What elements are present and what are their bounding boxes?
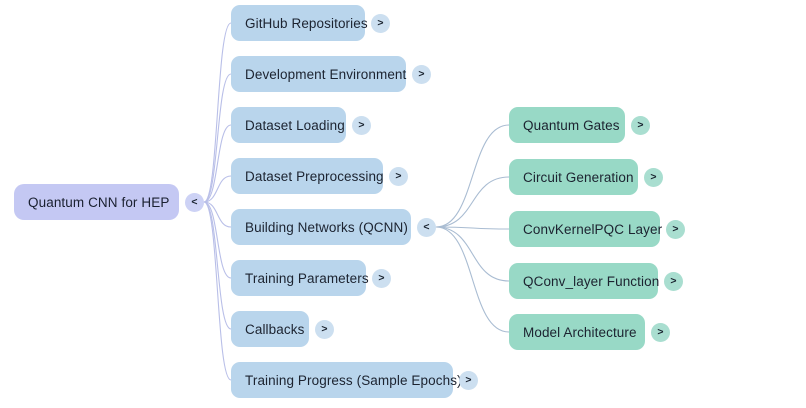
mindmap-root-node[interactable]: Quantum CNN for HEP	[14, 184, 179, 220]
connector-path	[203, 201, 232, 279]
connector-path	[435, 124, 510, 228]
branch-expand-toggle[interactable]: >	[371, 13, 390, 33]
branch-label: Training Progress (Sample Epochs)	[245, 372, 462, 388]
connector-path	[435, 226, 510, 282]
branch-expand-toggle[interactable]: >	[389, 166, 408, 186]
leaf-expand-toggle[interactable]: >	[651, 322, 670, 342]
chevron-right-icon: >	[672, 222, 679, 235]
chevron-right-icon: >	[358, 118, 365, 131]
leaf-expand-toggle[interactable]: >	[644, 167, 663, 187]
connector-path	[203, 175, 232, 203]
branch-expand-toggle[interactable]: >	[459, 370, 478, 390]
branch-node[interactable]: Dataset Preprocessing	[231, 158, 384, 194]
leaf-node[interactable]: ConvKernelPQC Layer	[509, 211, 663, 247]
mindmap-root-label: Quantum CNN for HEP	[28, 194, 170, 210]
branch-label: GitHub Repositories	[245, 15, 368, 31]
branch-expand-toggle[interactable]: >	[352, 115, 371, 135]
root-collapse-toggle[interactable]: <	[185, 192, 204, 212]
branch-label: Building Networks (QCNN)	[245, 219, 408, 235]
leaf-expand-toggle[interactable]: >	[631, 115, 650, 135]
branch-expand-toggle[interactable]: >	[412, 64, 431, 84]
chevron-right-icon: >	[321, 322, 328, 335]
connector-path	[203, 124, 232, 203]
chevron-right-icon: >	[637, 118, 644, 131]
chevron-right-icon: >	[670, 274, 677, 287]
leaf-node[interactable]: Model Architecture	[509, 314, 645, 350]
connector-path	[435, 226, 510, 333]
branch-label: Dataset Preprocessing	[245, 168, 384, 184]
leaf-label: QConv_layer Function	[523, 273, 660, 289]
branch-node[interactable]: Callbacks	[231, 311, 309, 347]
chevron-right-icon: >	[657, 325, 664, 338]
chevron-right-icon: >	[465, 373, 472, 386]
leaf-expand-toggle[interactable]: >	[664, 271, 683, 291]
connector-path	[203, 201, 232, 228]
branch-label: Callbacks	[245, 321, 305, 337]
connector-path	[203, 22, 232, 203]
chevron-left-icon: <	[191, 195, 198, 208]
branch-node[interactable]: GitHub Repositories	[231, 5, 368, 41]
connector-path	[203, 201, 232, 381]
leaf-node[interactable]: Quantum Gates	[509, 107, 625, 143]
leaf-label: Quantum Gates	[523, 117, 620, 133]
branch-label: Training Parameters	[245, 270, 369, 286]
branch-collapse-toggle[interactable]: <	[417, 217, 436, 237]
leaf-node[interactable]: Circuit Generation	[509, 159, 638, 195]
connector-path	[203, 73, 232, 203]
chevron-right-icon: >	[650, 170, 657, 183]
branch-node[interactable]: Building Networks (QCNN)	[231, 209, 411, 245]
connector-path	[203, 201, 232, 330]
branch-expand-toggle[interactable]: >	[315, 319, 334, 339]
branch-expand-toggle[interactable]: >	[372, 268, 391, 288]
branch-node[interactable]: Dataset Loading	[231, 107, 346, 143]
branch-label: Dataset Loading	[245, 117, 345, 133]
branch-node[interactable]: Development Environment	[231, 56, 406, 92]
branch-label: Development Environment	[245, 66, 407, 82]
leaf-node[interactable]: QConv_layer Function	[509, 263, 660, 299]
chevron-left-icon: <	[423, 220, 430, 233]
chevron-right-icon: >	[418, 67, 425, 80]
chevron-right-icon: >	[395, 169, 402, 182]
leaf-label: Model Architecture	[523, 324, 637, 340]
leaf-label: Circuit Generation	[523, 169, 634, 185]
chevron-right-icon: >	[378, 271, 385, 284]
leaf-label: ConvKernelPQC Layer	[523, 221, 663, 237]
branch-node[interactable]: Training Progress (Sample Epochs)	[231, 362, 462, 398]
chevron-right-icon: >	[377, 16, 384, 29]
leaf-expand-toggle[interactable]: >	[666, 219, 685, 239]
connector-path	[435, 226, 510, 230]
connector-path	[435, 176, 510, 228]
branch-node[interactable]: Training Parameters	[231, 260, 369, 296]
